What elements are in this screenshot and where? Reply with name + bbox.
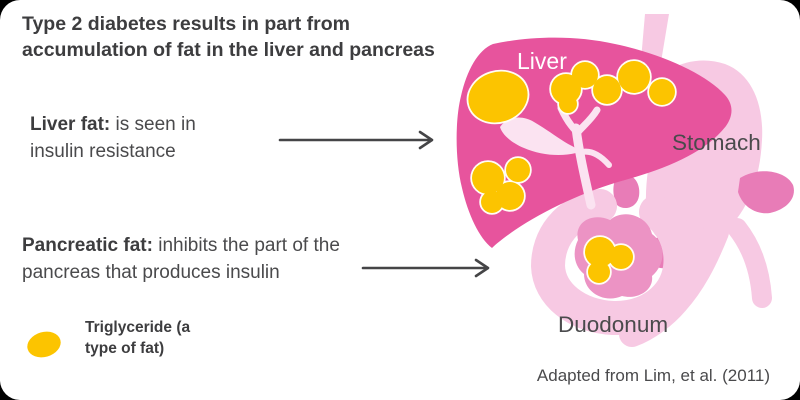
legend: Triglyceride (a type of fat) — [24, 318, 207, 362]
pancreatic-fat-lead: Pancreatic fat: — [22, 235, 153, 256]
pancreatic-fat-text: inhibits the part of the pancreas that p… — [22, 235, 340, 283]
page-title: Type 2 diabetes results in part from acc… — [22, 13, 435, 61]
attribution: Adapted from Lim, et al. (2011) — [536, 366, 770, 385]
liver-label: Liver — [517, 48, 567, 74]
bile-duct-shape — [557, 104, 612, 210]
stomach-label: Stomach — [672, 130, 761, 155]
liver-fat-annotation: Liver fat: is seen in insulin resistance — [30, 112, 235, 166]
pancreatic-fat-arrow — [361, 258, 490, 278]
liver-fat-text: is seen in insulin resistance — [30, 114, 196, 162]
duodenum-label: Duodonum — [558, 312, 669, 337]
legend-label: Triglyceride (a type of fat) — [85, 319, 191, 357]
pancreatic-fat-annotation: Pancreatic fat: inhibits the part of the… — [22, 233, 354, 287]
liver-fat-lead: Liver fat: — [30, 114, 111, 135]
gallbladder-shape — [500, 117, 579, 156]
triglyceride-swatch — [24, 327, 64, 362]
liver-fat-arrow — [278, 130, 434, 150]
duodenum-loop-shape — [530, 189, 698, 335]
esophagus-shape — [641, 14, 669, 62]
